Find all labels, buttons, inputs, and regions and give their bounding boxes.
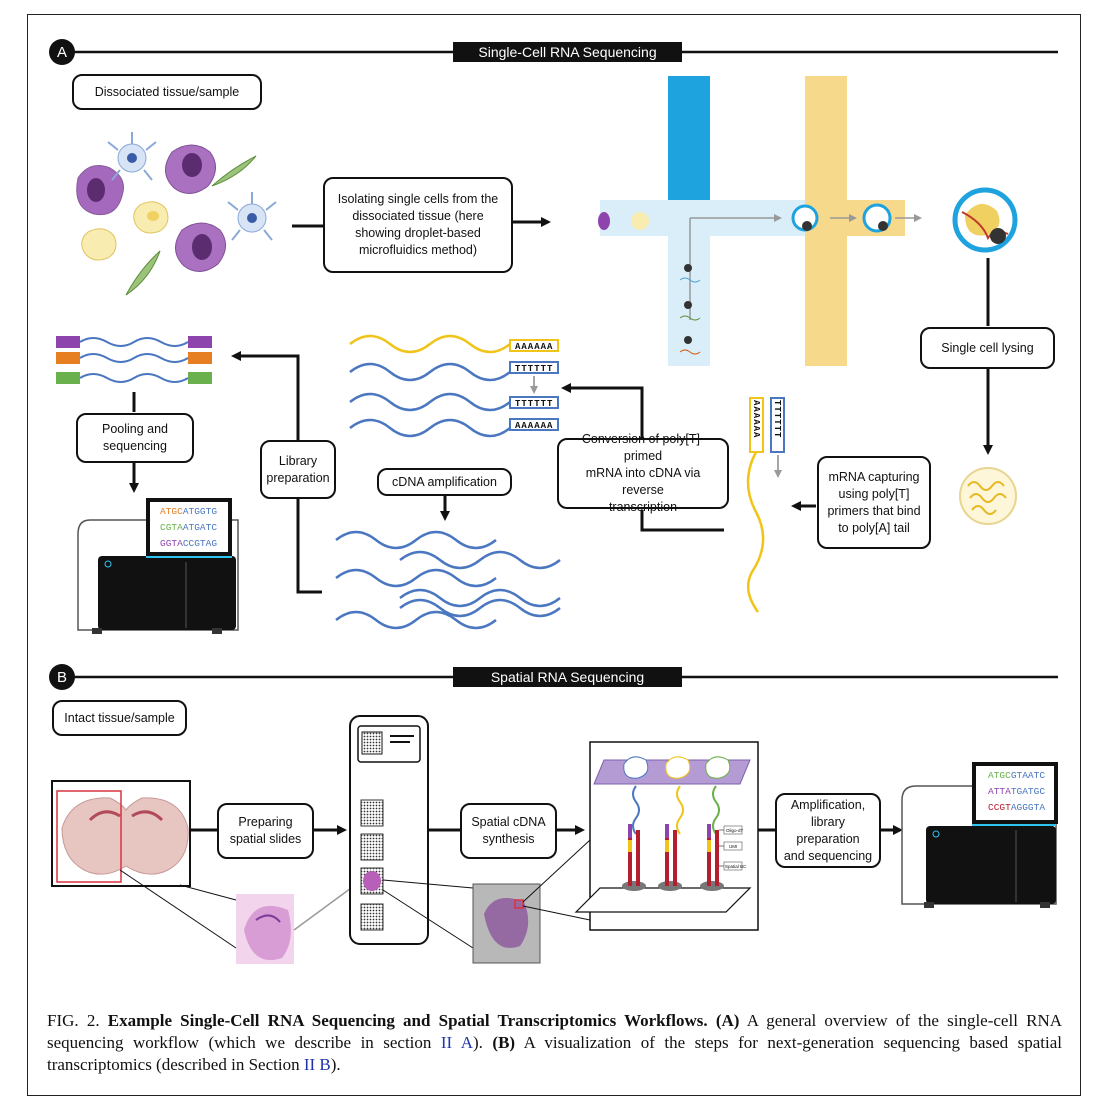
- panel-a-title: Single-Cell RNA Sequencing: [453, 42, 682, 62]
- figure-caption: FIG. 2. Example Single-Cell RNA Sequenci…: [47, 1010, 1062, 1076]
- probe-polyt-text: TTTTTT: [772, 400, 782, 438]
- probe-polya-text: AAAAAA: [751, 400, 761, 438]
- caption-ref-a-link[interactable]: II A: [440, 1033, 474, 1052]
- preparing-slides-box: Preparing spatial slides: [217, 803, 314, 859]
- caption-part-a-label: (A): [715, 1011, 740, 1030]
- rna-strands: [349, 334, 559, 438]
- brain-zoom-image: [236, 894, 294, 964]
- sequencer-a: [77, 498, 239, 634]
- caption-ref-b-link[interactable]: II B: [303, 1055, 331, 1074]
- amplified-cdna: [335, 530, 561, 630]
- sequencer-b-reads: ATGCGTAATC ATTATGATGC CCGTAGGGTA: [988, 768, 1045, 816]
- dissociated-tissue-label: Dissociated tissue/sample: [72, 74, 262, 110]
- cell-lysate: [959, 467, 1017, 525]
- dissociated-cells-illustration: [76, 132, 277, 296]
- slide-zoom-line-1: [382, 879, 474, 889]
- read-a-3: GGTACCGTAG: [160, 538, 218, 549]
- caption-title: Example Single-Cell RNA Sequencing and S…: [107, 1011, 708, 1030]
- mrna-capturing-box: mRNA capturing using poly[T] primers tha…: [817, 456, 931, 549]
- intact-tissue-label: Intact tissue/sample: [52, 700, 187, 736]
- rna-polya-1: AAAAAA: [515, 342, 553, 352]
- probe-zoom-line-1: [522, 839, 591, 903]
- probe-zoom-line-2: [522, 905, 591, 921]
- rna-polya-2: AAAAAA: [515, 421, 553, 431]
- arrow-conversion-to-rna: [561, 383, 644, 440]
- read-a-2: CGTAATGATC: [160, 522, 218, 533]
- spatial-cdna-synthesis-box: Spatial cDNA synthesis: [460, 803, 557, 859]
- single-cell-lysing-box: Single cell lysing: [920, 327, 1055, 369]
- zoom-line-1: [119, 869, 237, 949]
- microfluidic-chip: [598, 76, 922, 366]
- pooling-sequencing-box: Pooling and sequencing: [76, 413, 194, 463]
- sequencer-b: [901, 762, 1058, 908]
- capture-probes: [746, 397, 785, 613]
- panel-a-badge: A: [49, 39, 75, 65]
- library-constructs: [56, 336, 212, 384]
- brain-section-image: [51, 780, 191, 887]
- lysed-cell-droplet: [952, 187, 1018, 253]
- probe-label-spatial-bc: Spatial BC: [725, 864, 747, 869]
- conversion-box: Conversion of poly[T]-primed mRNA into c…: [557, 432, 729, 514]
- panel-b-badge: B: [49, 664, 75, 690]
- zoom-line-2: [179, 884, 237, 901]
- spatial-slide: [349, 715, 429, 945]
- arrow-probes-to-conversion: [640, 510, 724, 532]
- read-b-3: CCGTAGGGTA: [988, 802, 1046, 813]
- caption-part-b-text: A visualization of the steps for next-ge…: [47, 1033, 1062, 1074]
- library-preparation-box: Library preparation: [260, 440, 336, 499]
- caption-part-b-label: (B): [492, 1033, 516, 1052]
- caption-part-a-text: A general overview of the single-cell RN…: [47, 1011, 1062, 1052]
- spatial-capture-illustration: [574, 741, 759, 931]
- rna-polyt-2: TTTTTT: [515, 399, 553, 409]
- caption-part-b-end: ).: [330, 1055, 341, 1074]
- caption-fig-label: FIG. 2.: [47, 1011, 100, 1030]
- caption-part-a-end: ).: [473, 1033, 483, 1052]
- sequencer-a-reads: ATGCATGGTG CGTAATGATC GGTACCGTAG: [160, 504, 217, 552]
- cdna-amplification-box: cDNA amplification: [377, 468, 512, 496]
- tissue-on-slide-image: [472, 883, 541, 964]
- slide-zoom-line-2: [382, 889, 474, 949]
- amplification-library-box: Amplification, library preparation and s…: [775, 793, 881, 868]
- rna-polyt-1: TTTTTT: [515, 364, 553, 374]
- read-b-1: ATGCGTAATC: [988, 770, 1046, 781]
- probe-label-oligo: Oligo-dT: [726, 828, 744, 833]
- panel-b-title: Spatial RNA Sequencing: [453, 667, 682, 687]
- figure-frame: [27, 14, 1081, 1096]
- read-b-2: ATTATGATGC: [988, 786, 1046, 797]
- read-a-1: ATGCATGGTG: [160, 506, 218, 517]
- isolating-cells-box: Isolating single cells from the dissocia…: [323, 177, 513, 273]
- probe-label-umi: UMI: [729, 844, 737, 849]
